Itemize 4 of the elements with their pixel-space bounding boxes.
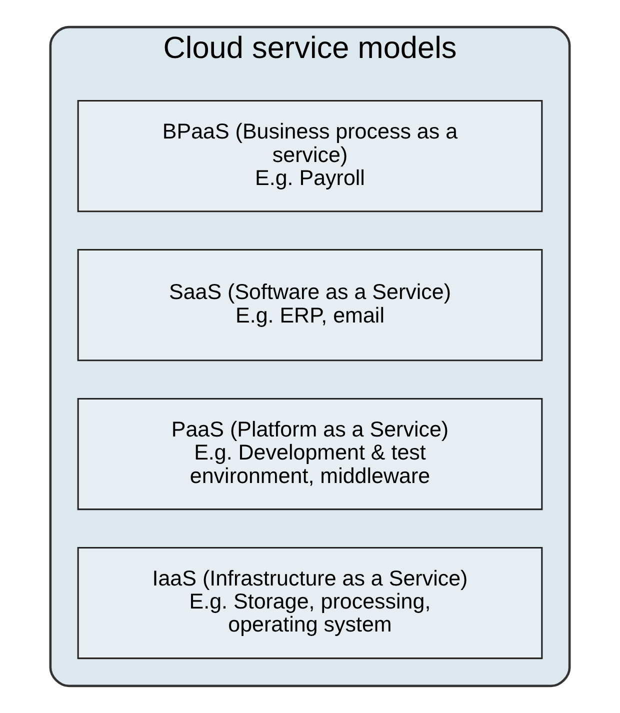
node-box: PaaS (Platform as a Service) E.g. Development & test environment, middleware <box>77 398 543 510</box>
node-box: BPaaS (Business process as a service) E.g. Payroll <box>77 100 543 212</box>
node-box: SaaS (Software as a Service) E.g. ERP, email <box>77 248 543 362</box>
node-box: IaaS (Infrastructure as a Service) E.g. Storage, processing, operating system <box>77 546 543 660</box>
